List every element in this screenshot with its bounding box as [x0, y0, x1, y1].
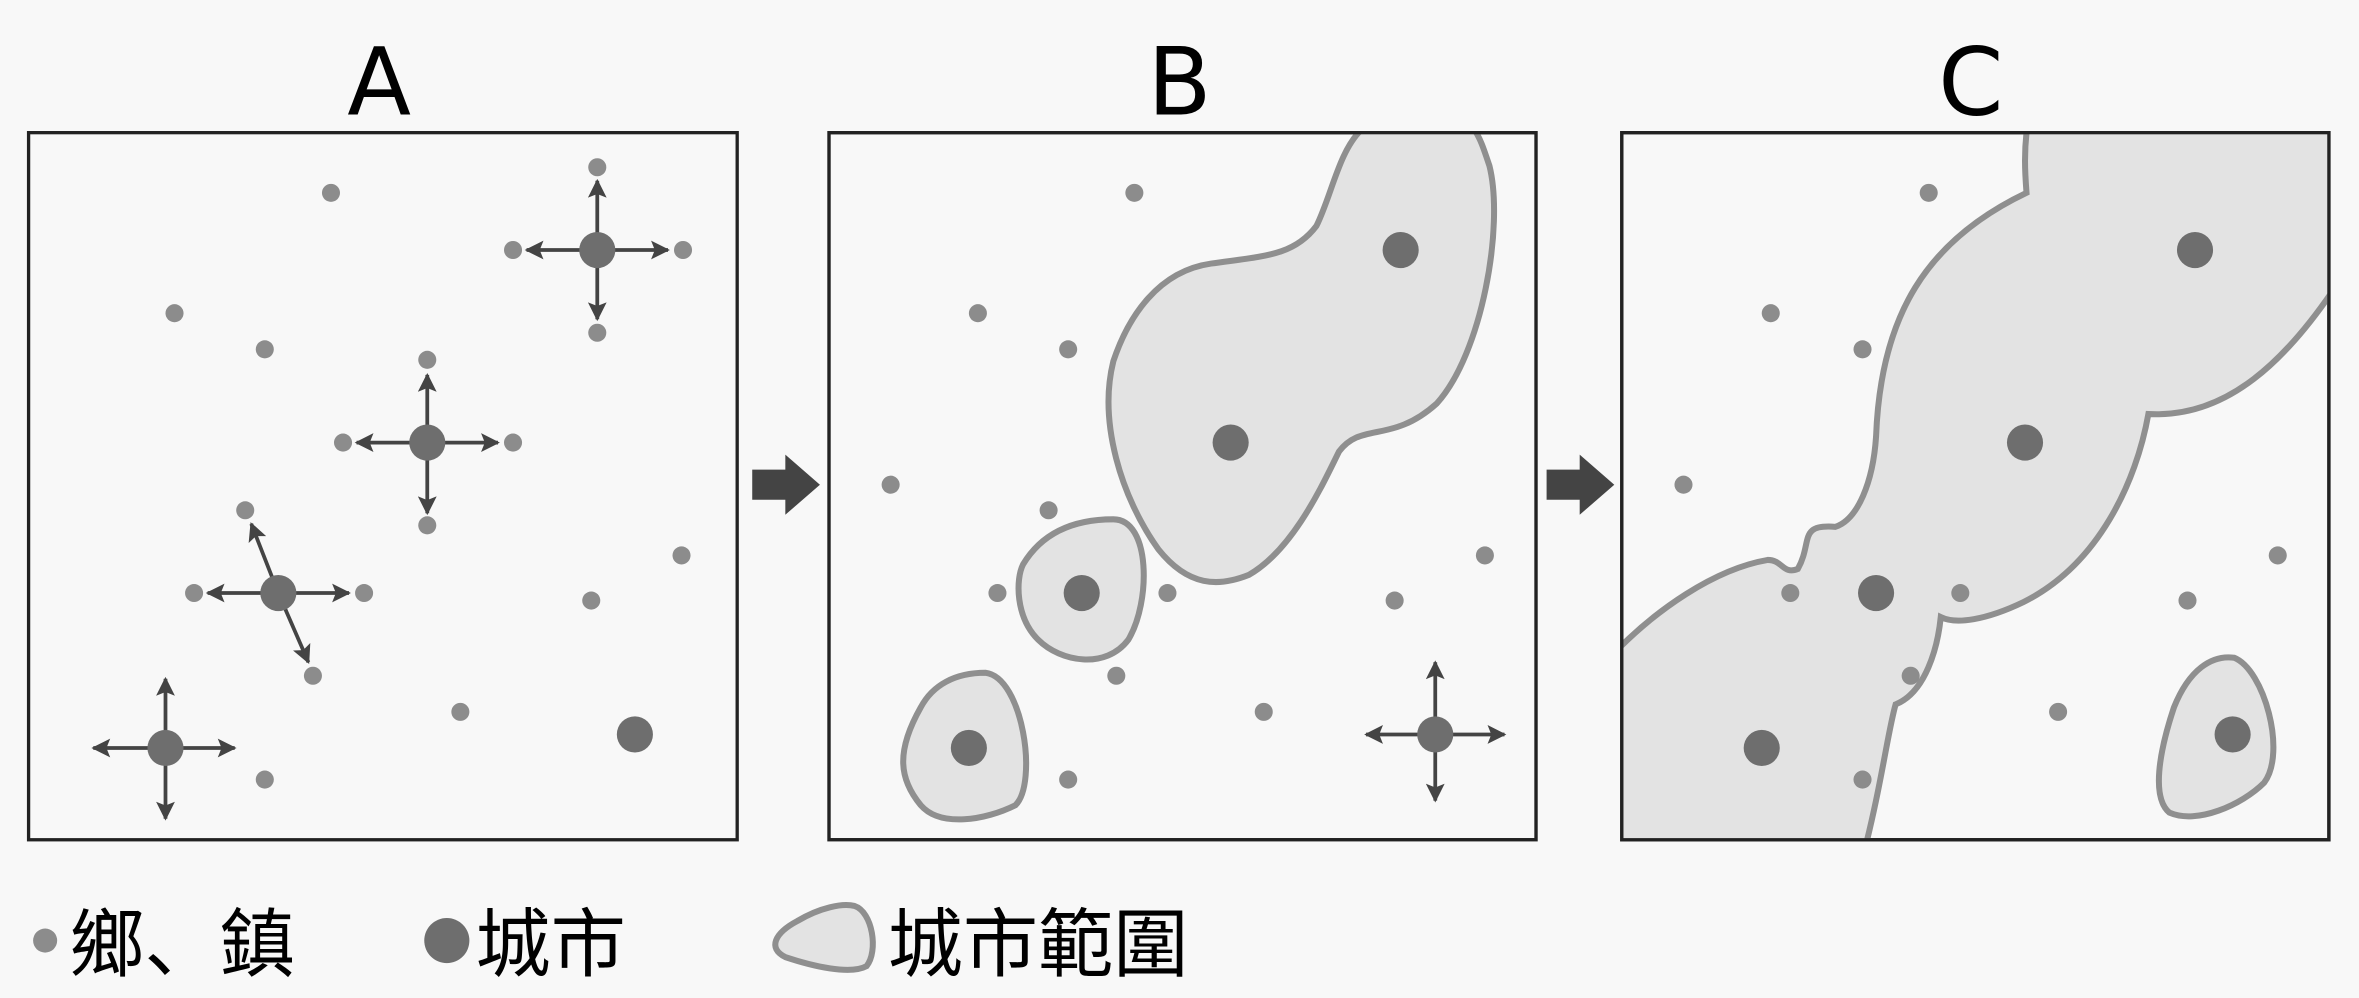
- city-dot: [1382, 231, 1419, 269]
- legend-city-label: 城市: [475, 901, 625, 989]
- town-dot: [2049, 702, 2068, 721]
- city-dot: [147, 729, 184, 767]
- transition-arrow-icon: [752, 454, 820, 515]
- town-dot: [672, 546, 691, 565]
- transition-arrow-icon: [1546, 454, 1615, 515]
- city-dot: [616, 716, 653, 753]
- town-dot: [1039, 501, 1058, 520]
- town-dot: [355, 584, 374, 603]
- town-dot: [1125, 183, 1144, 202]
- legend-city-icon: [424, 917, 470, 964]
- legend-city-area-icon: [772, 902, 876, 973]
- town-dot: [1475, 546, 1494, 565]
- city-dot: [950, 729, 987, 767]
- growth-arrow-icon: [282, 606, 311, 664]
- city-dot: [409, 424, 446, 461]
- town-dot: [255, 340, 274, 359]
- city-area-region: [1621, 132, 2329, 840]
- town-dot: [255, 770, 274, 789]
- city-dot: [2176, 231, 2214, 269]
- town-dot: [1853, 340, 1872, 359]
- city-dot: [2006, 424, 2044, 461]
- town-dot: [1059, 770, 1078, 789]
- town-dot: [988, 584, 1007, 603]
- city-dot: [1858, 574, 1895, 612]
- town-dot: [503, 433, 523, 452]
- town-dot: [503, 240, 523, 260]
- town-dot: [321, 183, 341, 202]
- city-dot: [1417, 716, 1454, 753]
- town-dot: [674, 240, 693, 260]
- town-dot: [1919, 183, 1938, 202]
- city-dot: [2214, 716, 2251, 753]
- town-dot: [1385, 591, 1404, 610]
- town-dot: [588, 323, 607, 342]
- town-dot: [2268, 546, 2287, 565]
- town-dot: [582, 591, 601, 610]
- city-dot: [1212, 424, 1249, 461]
- town-dot: [236, 501, 255, 520]
- town-dot: [2178, 591, 2197, 610]
- town-dot: [1901, 666, 1920, 685]
- town-dot: [881, 475, 900, 494]
- panel-b-title: B: [1148, 28, 1212, 137]
- town-dot: [968, 304, 987, 323]
- town-dot: [165, 304, 184, 323]
- town-dot: [1158, 584, 1177, 603]
- town-dot: [333, 433, 353, 452]
- town-dot: [1951, 584, 1970, 603]
- town-dot: [1107, 666, 1126, 685]
- town-dot: [185, 584, 204, 603]
- panel-c-title: C: [1938, 28, 2003, 137]
- town-dot: [1761, 304, 1780, 323]
- town-dot: [1853, 770, 1872, 789]
- city-dot: [579, 231, 616, 269]
- legend-town-label: 鄉、鎮: [69, 901, 295, 989]
- town-dot: [1781, 584, 1800, 603]
- growth-arrow-icon: [248, 522, 275, 580]
- town-dot: [1254, 702, 1273, 721]
- town-dot: [418, 350, 437, 369]
- legend-town-icon: [33, 928, 58, 953]
- town-dot: [418, 516, 437, 535]
- town-dot: [1059, 340, 1078, 359]
- town-dot: [1674, 475, 1693, 494]
- town-dot: [451, 702, 470, 721]
- city-dot: [1063, 574, 1100, 612]
- city-dot: [1743, 729, 1780, 767]
- city-dot: [260, 574, 297, 612]
- town-dot: [588, 158, 607, 177]
- town-dot: [303, 666, 322, 685]
- panel-a-title: A: [347, 28, 411, 137]
- legend-city-area-label: 城市範圍: [888, 901, 1189, 989]
